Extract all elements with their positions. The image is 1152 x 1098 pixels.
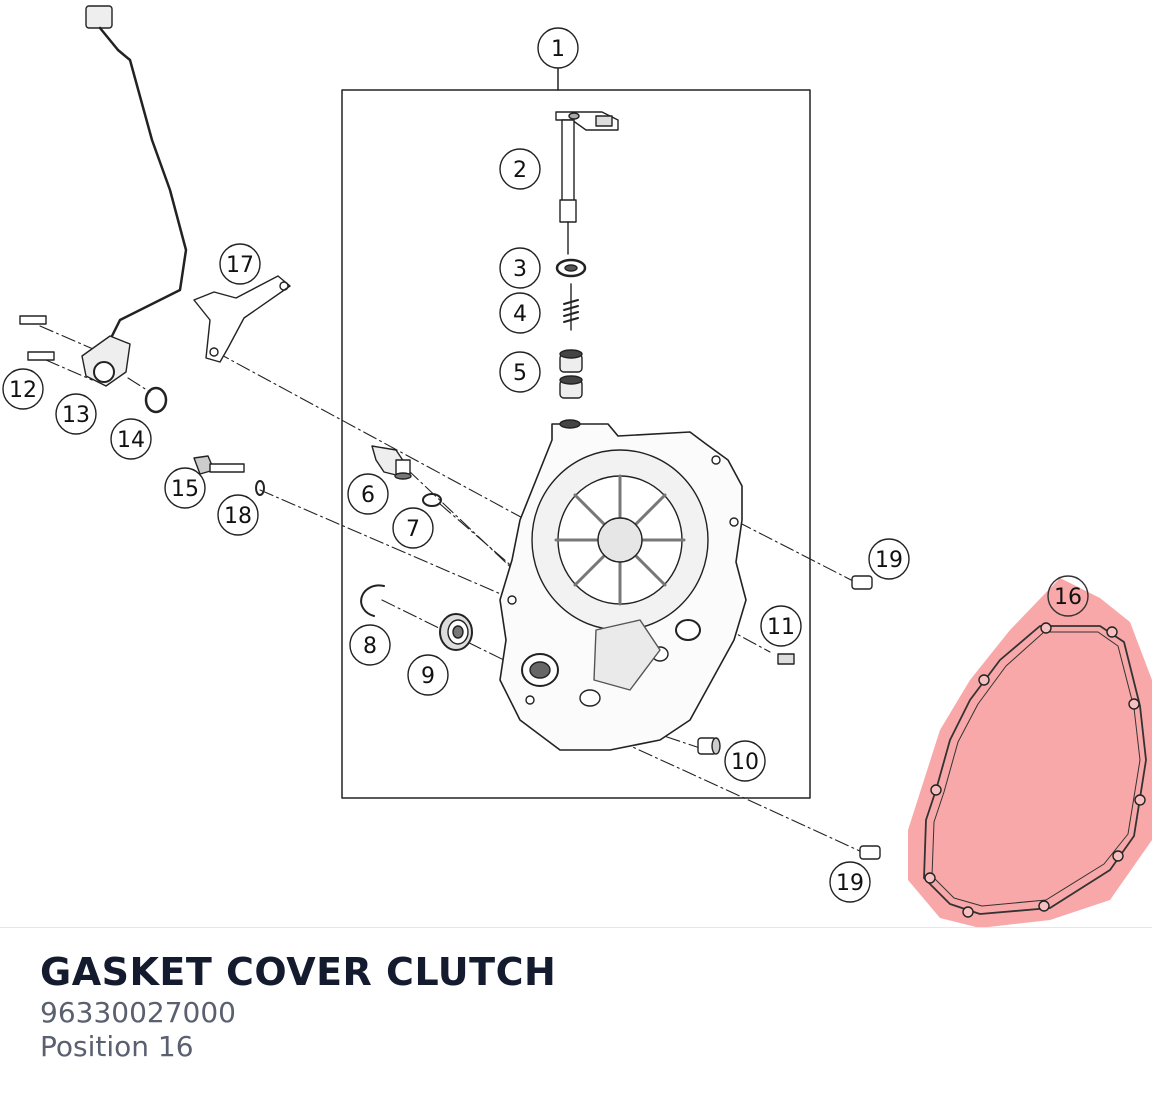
callout-label: 9 (421, 664, 435, 689)
callout-label: 7 (406, 517, 420, 542)
part-7-o-ring (422, 493, 442, 507)
callout-label: 6 (361, 483, 375, 508)
part-19-dowel-upper (851, 575, 873, 590)
clutch-cover (499, 419, 747, 751)
callout-label: 2 (513, 158, 527, 183)
callout-2[interactable]: 2 (499, 148, 541, 190)
callout-5[interactable]: 5 (499, 351, 541, 393)
callout-label: 19 (836, 871, 864, 896)
callout-label: 3 (513, 257, 527, 282)
part-15-bolt (193, 455, 245, 475)
callout-16[interactable]: 16 (1047, 575, 1089, 617)
callout-10[interactable]: 10 (724, 740, 766, 782)
divider (0, 927, 1152, 928)
part-12-bolts (19, 315, 55, 361)
part-17-bracket (193, 275, 291, 363)
callout-6[interactable]: 6 (347, 473, 389, 515)
part-16-gasket (908, 578, 1152, 928)
part-8-circlip (360, 584, 385, 617)
callout-label: 12 (9, 378, 37, 403)
callout-label: 1 (551, 37, 565, 62)
callout-label: 17 (226, 253, 254, 278)
part-18-washer (255, 480, 265, 496)
callout-11[interactable]: 11 (760, 605, 802, 647)
part-13-sensor (81, 335, 131, 387)
callout-12[interactable]: 12 (2, 368, 44, 410)
callout-9[interactable]: 9 (407, 654, 449, 696)
callout-label: 11 (767, 615, 795, 640)
part-9-bearing (439, 613, 473, 651)
part-position: Position 16 (40, 1030, 194, 1063)
callout-label: 10 (731, 750, 759, 775)
part-11-screw (777, 653, 795, 665)
callout-15[interactable]: 15 (164, 467, 206, 509)
part-title: GASKET COVER CLUTCH (40, 950, 557, 994)
callout-8[interactable]: 8 (349, 624, 391, 666)
part-6-sight-glass (371, 445, 412, 480)
callout-14[interactable]: 14 (110, 418, 152, 460)
callout-7[interactable]: 7 (392, 507, 434, 549)
callout-19-lower[interactable]: 19 (829, 861, 871, 903)
callout-4[interactable]: 4 (499, 292, 541, 334)
callout-label: 5 (513, 361, 527, 386)
callout-label: 19 (875, 548, 903, 573)
part-19-dowel-lower (859, 845, 881, 860)
sensor-cable (85, 5, 188, 342)
exploded-parts-diagram: 1 2 3 4 5 6 7 8 9 10 11 12 13 14 15 16 1… (2, 5, 1152, 928)
callout-3[interactable]: 3 (499, 247, 541, 289)
part-5-bushings (559, 349, 583, 399)
part-14-o-ring (144, 386, 168, 414)
callout-label: 14 (117, 428, 145, 453)
callout-label: 15 (171, 477, 199, 502)
part-2-shaft (555, 111, 619, 255)
callout-19-upper[interactable]: 19 (868, 538, 910, 580)
part-4-spring (563, 283, 579, 331)
callout-label: 8 (363, 634, 377, 659)
callout-18[interactable]: 18 (217, 494, 259, 536)
callout-label: 13 (62, 403, 90, 428)
part-10-plug (697, 737, 721, 755)
assembly-frame (341, 89, 811, 799)
part-info-panel: GASKET COVER CLUTCH 96330027000 Position… (40, 948, 556, 1064)
part-3-seal (555, 258, 587, 278)
part-16-highlight[interactable] (908, 578, 1152, 928)
callout-1[interactable]: 1 (537, 27, 579, 69)
part-number: 96330027000 (40, 996, 236, 1029)
callout-label: 4 (513, 302, 527, 327)
callout-17[interactable]: 17 (219, 243, 261, 285)
callout-label: 18 (224, 504, 252, 529)
callout-label: 16 (1054, 585, 1082, 610)
callout-13[interactable]: 13 (55, 393, 97, 435)
